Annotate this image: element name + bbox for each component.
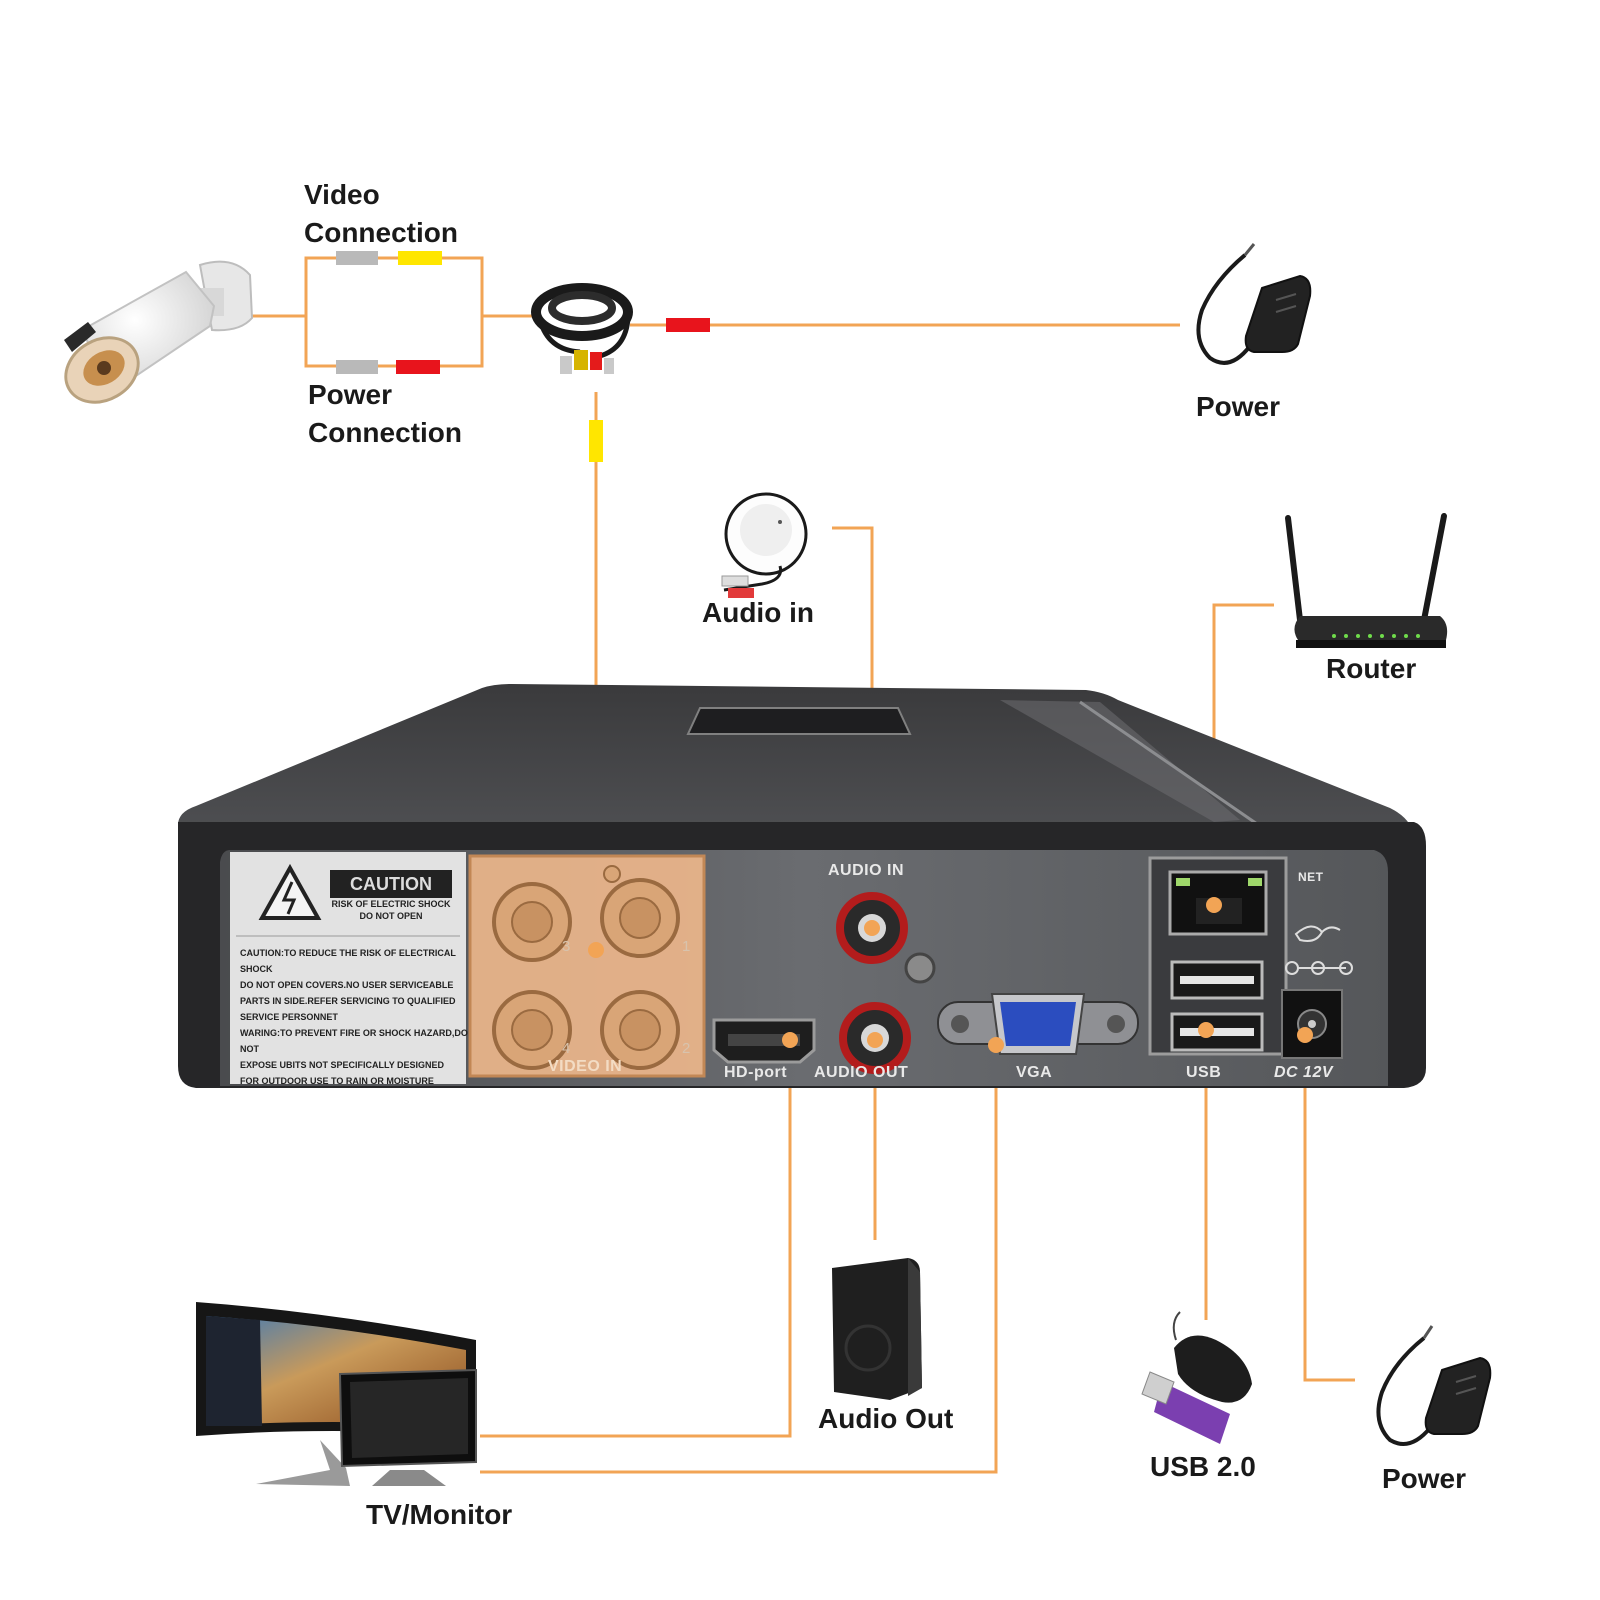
mouse-icon: [1172, 1311, 1252, 1403]
speaker-icon: [832, 1258, 922, 1400]
caution-text: CAUTION:TO REDUCE THE RISK OF ELECTRICAL…: [240, 948, 468, 1086]
vga-port: [937, 993, 1139, 1055]
yellow-connector-top: [398, 251, 442, 265]
wire-vga: [480, 1045, 998, 1474]
panel-net-label: NET: [1298, 870, 1324, 884]
bnc-cable-icon: [531, 283, 633, 374]
usb-drive-icon: [1141, 1371, 1230, 1444]
channel-2-label: 2: [682, 1040, 691, 1057]
red-connector-bottom: [396, 360, 440, 374]
channel-3-label: 3: [562, 938, 571, 955]
power-bottom-label: Power: [1382, 1463, 1467, 1494]
audio-out-label: Audio Out: [818, 1403, 954, 1434]
camera-icon: [64, 260, 254, 404]
video-connection-label-line1: Video: [304, 179, 380, 210]
power-top-label: Power: [1196, 391, 1281, 422]
router-icon: [1285, 513, 1448, 648]
wire-video-power-box: [304, 256, 484, 368]
yellow-connector-video: [589, 420, 603, 462]
panel-dc-label: DC 12V: [1274, 1064, 1334, 1081]
power-connection-label-line1: Power: [308, 379, 393, 410]
wire-hdmi: [480, 1040, 792, 1438]
audio-in-label: Audio in: [702, 597, 814, 628]
microphone-icon: [721, 492, 808, 598]
caution-subtitle: RISK OF ELECTRIC SHOCK DO NOT OPEN: [331, 899, 451, 921]
grey-connector-top: [336, 251, 378, 265]
panel-usb-label: USB: [1186, 1064, 1222, 1081]
panel-vga-label: VGA: [1016, 1064, 1053, 1081]
dvr-icon: [178, 684, 1426, 1088]
channel-1-label: 1: [682, 938, 691, 955]
wire-endpoints: [588, 897, 1313, 1053]
dc-jack: [1281, 989, 1343, 1059]
connector-blocks: [336, 251, 710, 462]
video-connection-label-line2: Connection: [304, 217, 458, 248]
tv-monitor-label: TV/Monitor: [366, 1499, 513, 1530]
caution-title: CAUTION: [330, 870, 452, 898]
panel-hd-port-label: HD-port: [724, 1064, 788, 1081]
grey-connector-bottom: [336, 360, 378, 374]
power-connection-label-line2: Connection: [308, 417, 462, 448]
panel-audio-out-label: AUDIO OUT: [814, 1064, 909, 1081]
red-connector-power: [666, 318, 710, 332]
wire-dc: [1303, 1035, 1355, 1382]
panel-video-in-label: VIDEO IN: [548, 1058, 623, 1075]
power-adapter-icon: [1376, 1325, 1492, 1446]
monitor-icon: [196, 1302, 477, 1486]
router-label: Router: [1326, 653, 1417, 684]
channel-4-label: 4: [562, 1040, 571, 1057]
power-adapter-icon: [1196, 243, 1312, 365]
usb-label: USB 2.0: [1150, 1451, 1256, 1482]
panel-audio-in-label: AUDIO IN: [828, 862, 904, 879]
